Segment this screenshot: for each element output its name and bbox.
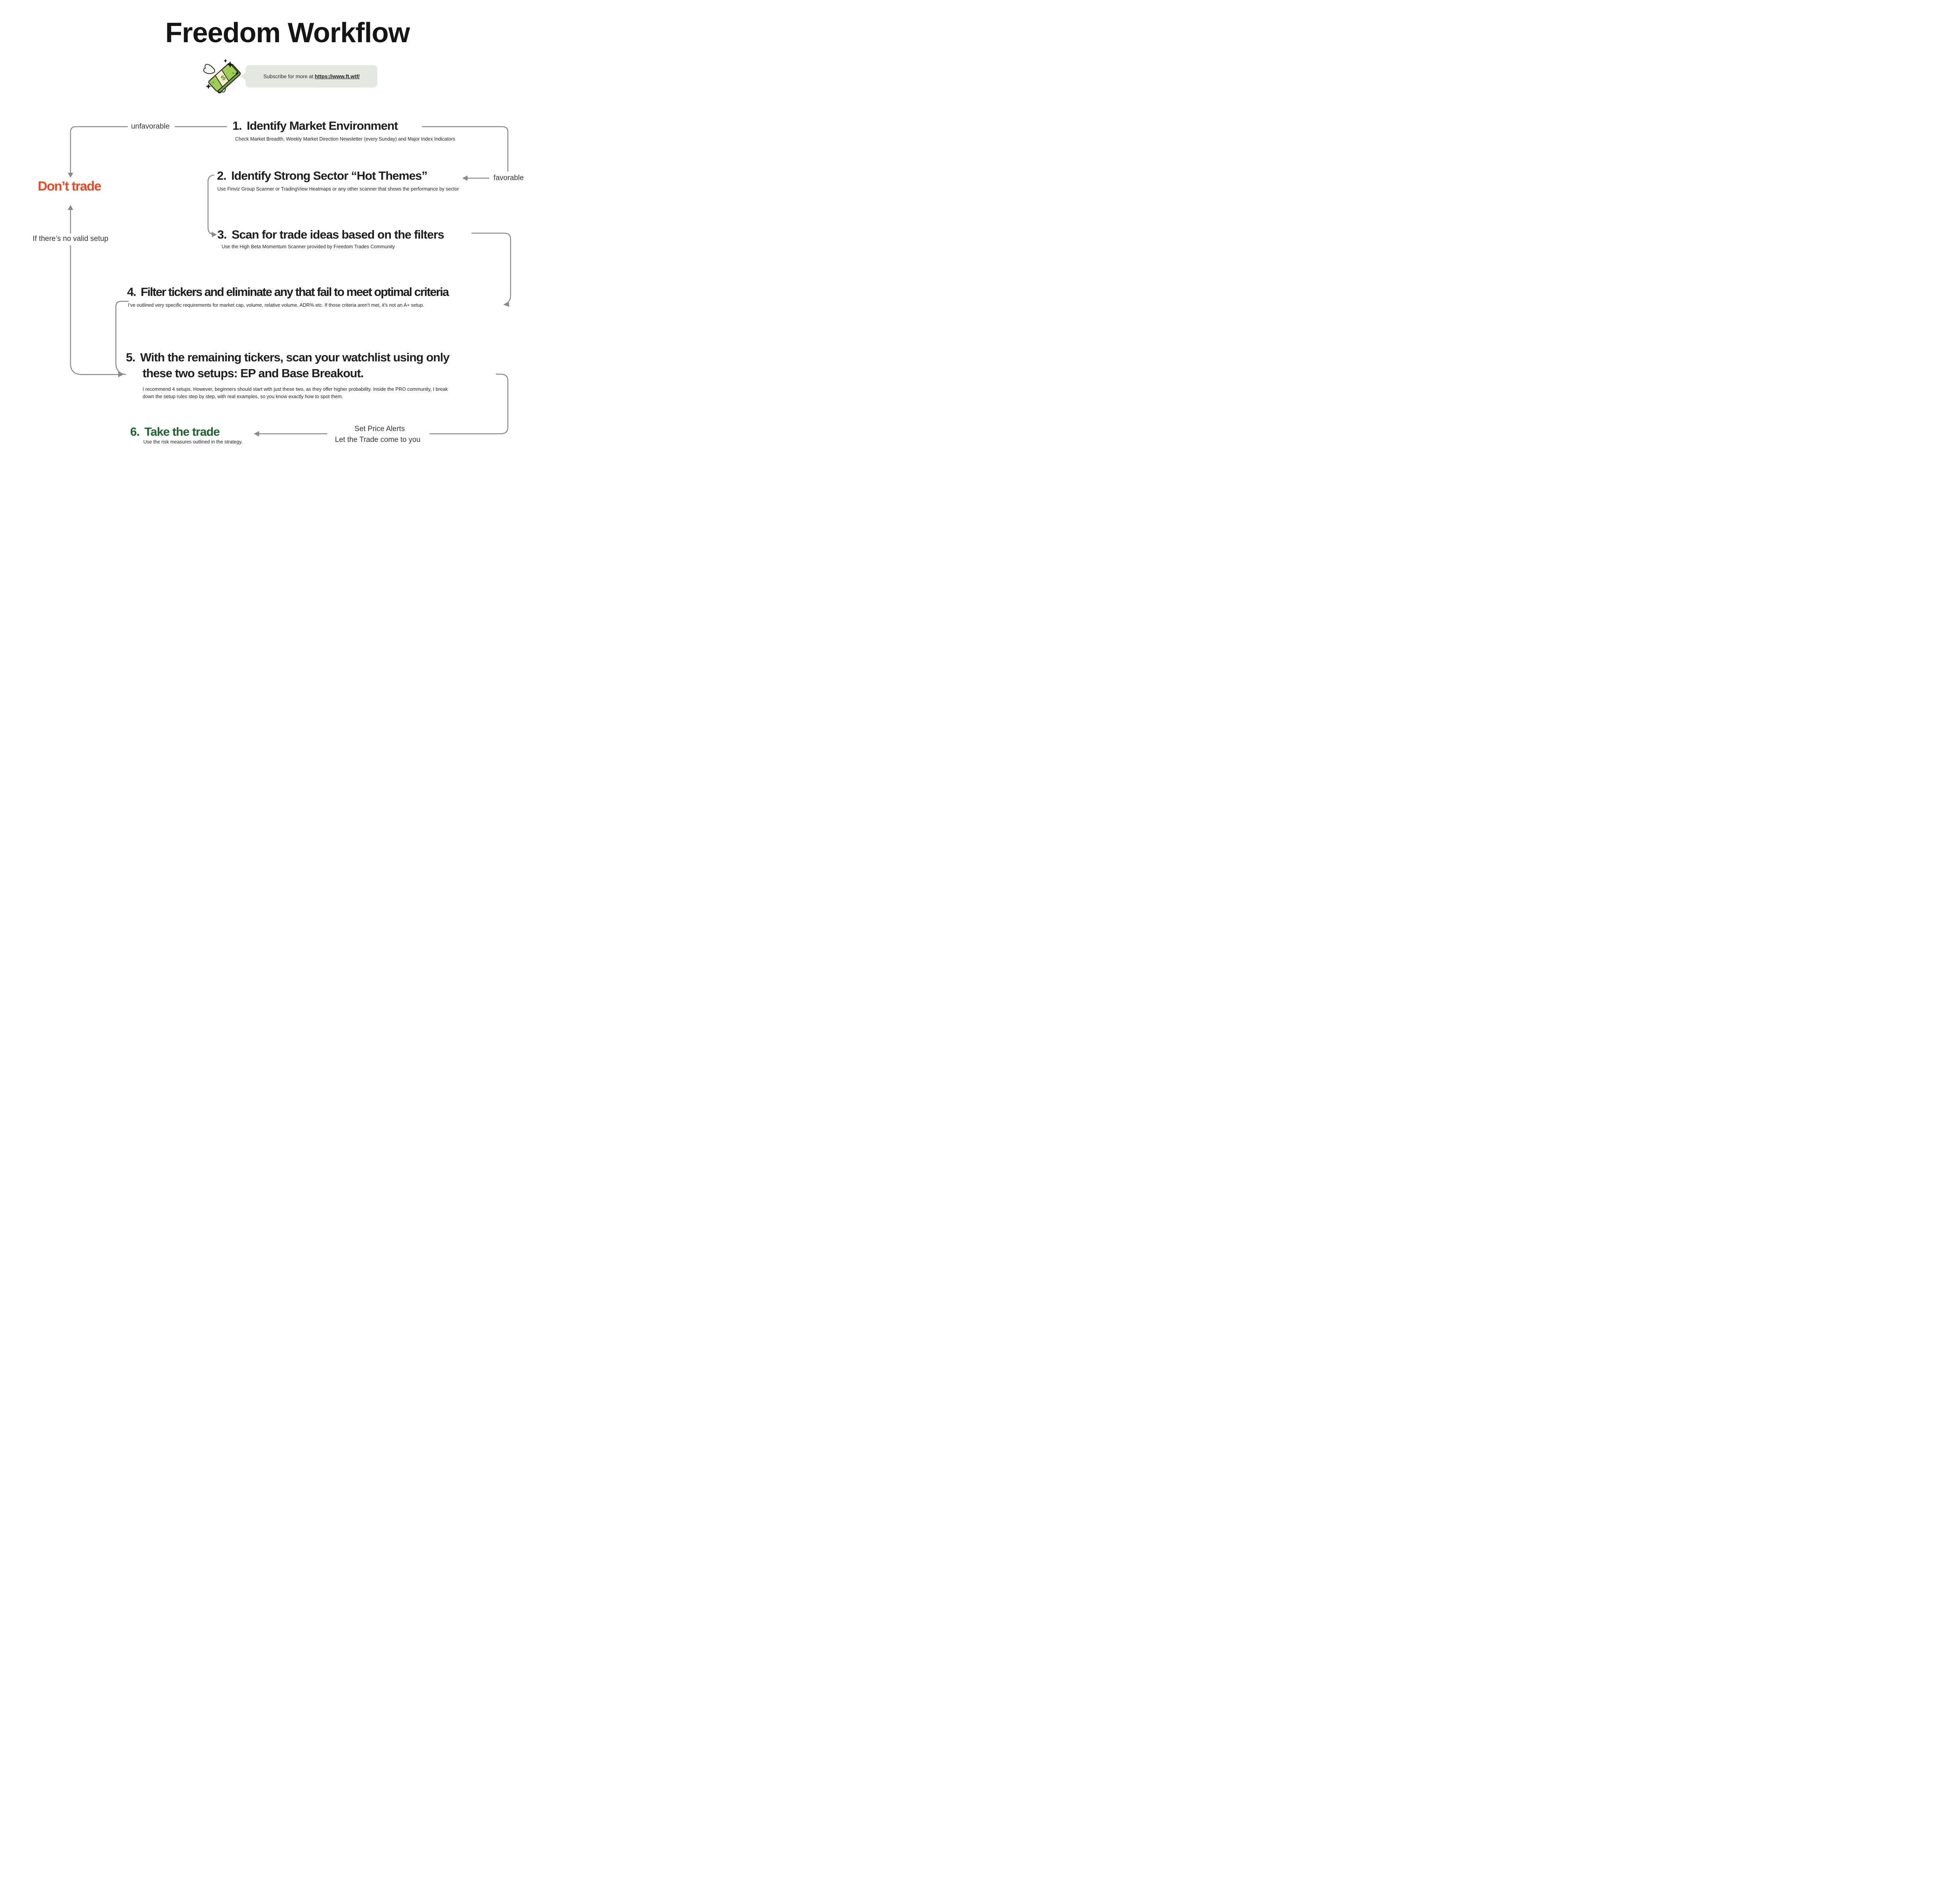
arrowhead-right-step5 (118, 372, 124, 377)
arrowhead-left-step6 (254, 431, 259, 436)
step-1-row: 1. Identify Market Environment (232, 119, 398, 133)
step-5-subtext: I recommend 4 setups. However, beginners… (143, 387, 448, 399)
arrowhead-left-step2 (462, 175, 468, 181)
connector-step2-to-step3 (207, 174, 215, 235)
freedom-workflow-diagram: Freedom Workflow $ Subscribe for more at… (0, 0, 554, 476)
step-3-subtext: Use the High Beta Momentum Scanner provi… (222, 244, 395, 249)
connector-step3-to-step4 (471, 232, 511, 305)
step-6-number: 6. (130, 425, 140, 438)
arrowhead-up-dont-trade (68, 205, 73, 210)
subscribe-callout: Subscribe for more at https://www.ft.wtf… (246, 65, 377, 88)
step-2-number: 2. (217, 169, 227, 182)
step-4-subtext: I’ve outlined very specific requirements… (128, 302, 425, 308)
connector-no-valid-setup-bottom (70, 245, 119, 375)
connector-step1-favorable (421, 126, 509, 172)
step-6-subtext: Use the risk measures outlined in the st… (143, 439, 243, 445)
step-4-number: 4. (127, 285, 136, 299)
step-2-title: Identify Strong Sector “Hot Themes” (231, 169, 428, 182)
unfavorable-label: unfavorable (131, 122, 170, 131)
favorable-label: favorable (493, 174, 524, 182)
step-3-number: 3. (217, 228, 227, 241)
flying-money-icon: $ (203, 59, 241, 94)
step-3-title: Scan for trade ideas based on the filter… (231, 228, 444, 241)
arrowhead-right-step3 (212, 232, 217, 237)
arrowhead-left-step4 (503, 301, 509, 307)
step-5-number: 5. (126, 351, 136, 364)
step-1-title: Identify Market Environment (246, 119, 398, 132)
step-6-title: Take the trade (144, 425, 220, 438)
step-6-row: 6. Take the trade (130, 425, 220, 439)
step-1-subtext: Check Market Breadth, Weekly Market Dire… (235, 136, 456, 142)
step-4-row: 4. Filter tickers and eliminate any that… (127, 285, 449, 299)
dont-trade-label: Don’t trade (38, 179, 101, 194)
step-5-title-line2: these two setups: EP and Base Breakout. (143, 366, 364, 380)
no-valid-setup-label: If there’s no valid setup (33, 235, 108, 243)
page-title: Freedom Workflow (165, 17, 410, 48)
set-price-alerts-label: Set Price Alerts (354, 425, 405, 433)
subscribe-link[interactable]: https://www.ft.wtf/ (315, 73, 360, 79)
step-5-title-line1: With the remaining tickers, scan your wa… (140, 351, 450, 364)
let-trade-come-label: Let the Trade come to you (335, 436, 421, 444)
step-2-row: 2. Identify Strong Sector “Hot Themes” (217, 169, 428, 183)
connector-unfavorable-left (70, 126, 128, 174)
step-2-subtext: Use Finviz Group Scanner or TradingView … (217, 186, 459, 192)
step-5-row: 5. With the remaining tickers, scan your… (126, 351, 450, 364)
subscribe-text: Subscribe for more at (263, 73, 315, 79)
arrowhead-down-dont-trade (68, 173, 73, 178)
step-4-title: Filter tickers and eliminate any that fa… (141, 285, 449, 299)
step-3-row: 3. Scan for trade ideas based on the fil… (217, 228, 444, 242)
step-1-number: 1. (232, 119, 242, 132)
connector-step5-to-step6-right (429, 373, 509, 435)
